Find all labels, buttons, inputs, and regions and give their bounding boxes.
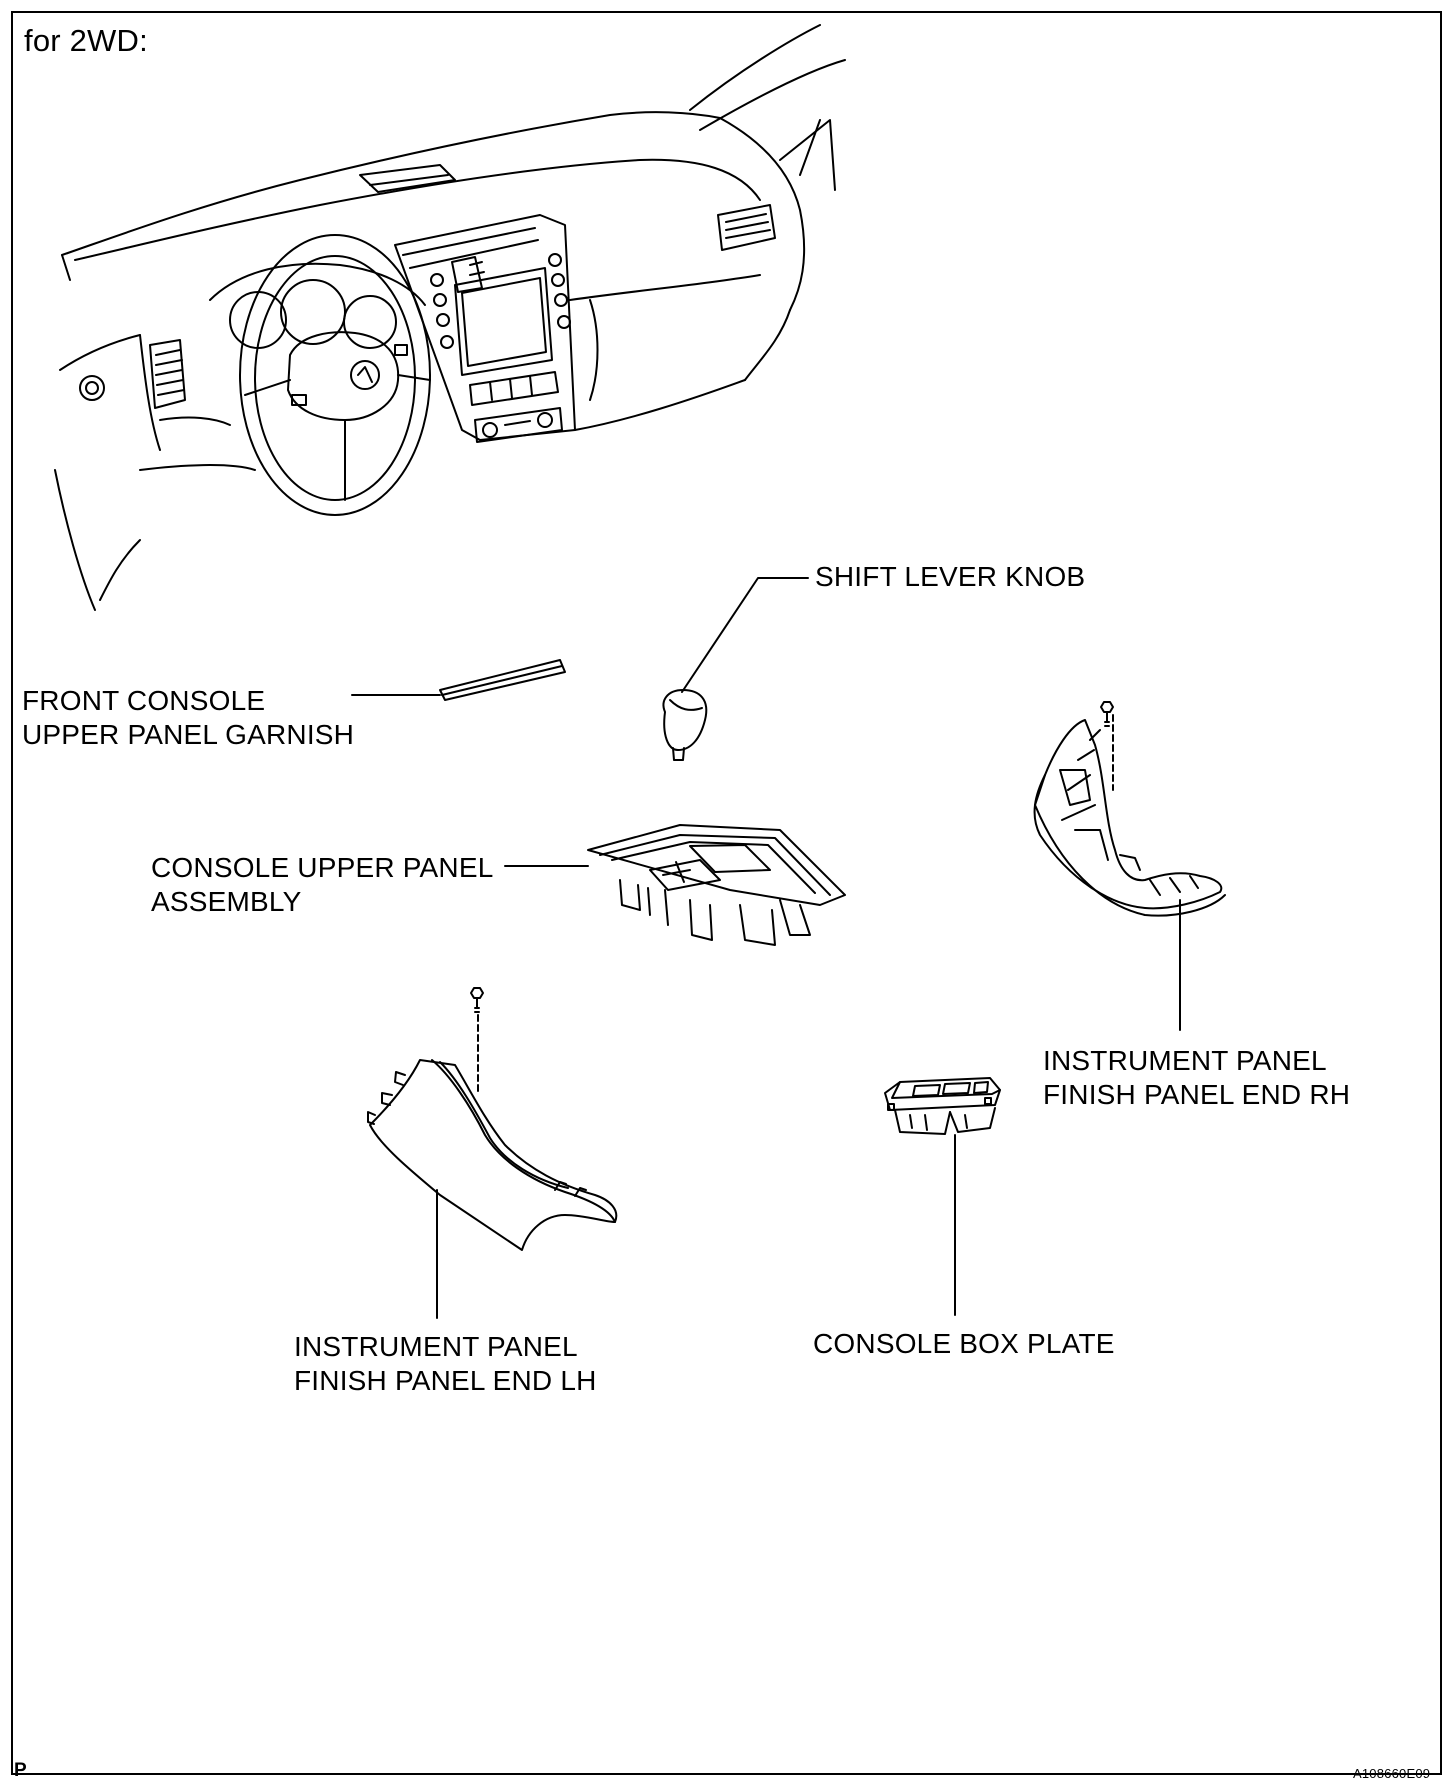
- label-console-box-plate: CONSOLE BOX PLATE: [813, 1328, 1115, 1359]
- label-finish-panel-lh-line1: INSTRUMENT PANEL: [294, 1331, 578, 1362]
- label-front-console-garnish-line2: UPPER PANEL GARNISH: [22, 719, 355, 750]
- label-console-upper-panel-line1: CONSOLE UPPER PANEL: [151, 852, 494, 883]
- figure-id: A108660E09: [1353, 1766, 1431, 1781]
- label-front-console-garnish-line1: FRONT CONSOLE: [22, 685, 266, 716]
- diagram-heading: for 2WD:: [24, 23, 148, 58]
- diagram-frame: [11, 11, 1442, 1775]
- corner-mark: P: [14, 1760, 27, 1781]
- dashboard-illustration: [54, 24, 846, 611]
- finish-panel-rh-part: [1033, 701, 1226, 1031]
- label-finish-panel-rh-line1: INSTRUMENT PANEL: [1043, 1045, 1327, 1076]
- finish-panel-lh-part: [367, 987, 618, 1319]
- label-shift-lever-knob: SHIFT LEVER KNOB: [815, 561, 1086, 592]
- garnish-part: [351, 659, 566, 701]
- shift-knob-part: [662, 577, 809, 761]
- label-finish-panel-lh-line2: FINISH PANEL END LH: [294, 1365, 597, 1396]
- console-upper-panel-part: [504, 824, 846, 946]
- label-console-upper-panel-line2: ASSEMBLY: [151, 886, 302, 917]
- console-box-plate-part: [884, 1077, 1001, 1316]
- label-finish-panel-rh-line2: FINISH PANEL END RH: [1043, 1079, 1351, 1110]
